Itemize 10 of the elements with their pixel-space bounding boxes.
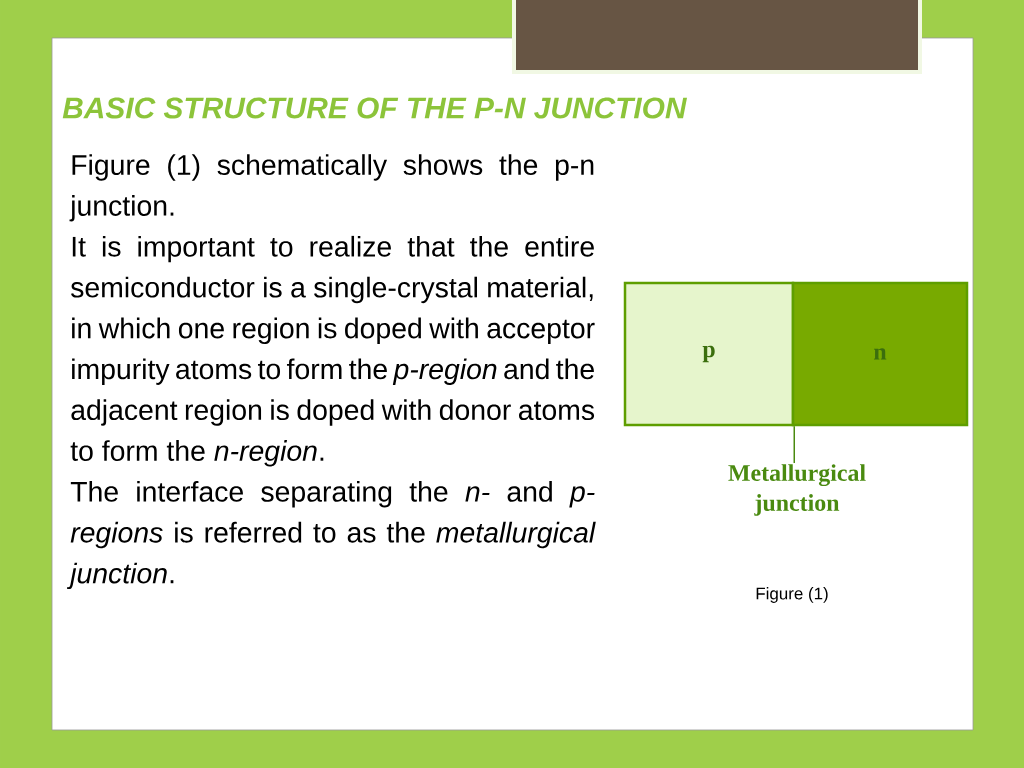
junction-label: Metallurgical junction (728, 464, 866, 516)
label: It is important to realize that the entire semiconductor is a single-crystal material, in which one region is doped with acceptor impurity atoms to form the p-region and the adjacent region is doped with donor atoms to form the n-region. (70, 235, 595, 467)
slide-title: BASIC STRUCTURE OF THE P-N JUNCTION (62, 97, 687, 119)
label: Figure (1) schematically shows the p-n junction. (69, 154, 594, 222)
body-text: Figure (1) schematically shows the p-n junction. It is important to realize that the entire semiconductor is a single-crystal material, in which one region is doped with acceptor impurity atoms to form the p-region and the adjacent region is doped with donor atoms to form the n-region. The interface separating the n- and p- regions is referred to as the metallurgical junction. (67, 154, 596, 590)
p-region-box: p (623, 281, 795, 427)
n-region-box: n (791, 281, 969, 427)
figure-caption: Figure (1) (756, 587, 828, 603)
label: The interface separating the n- and p- regions is referred to as the metallurgical junction. (67, 480, 596, 590)
leader-line (793, 425, 795, 464)
